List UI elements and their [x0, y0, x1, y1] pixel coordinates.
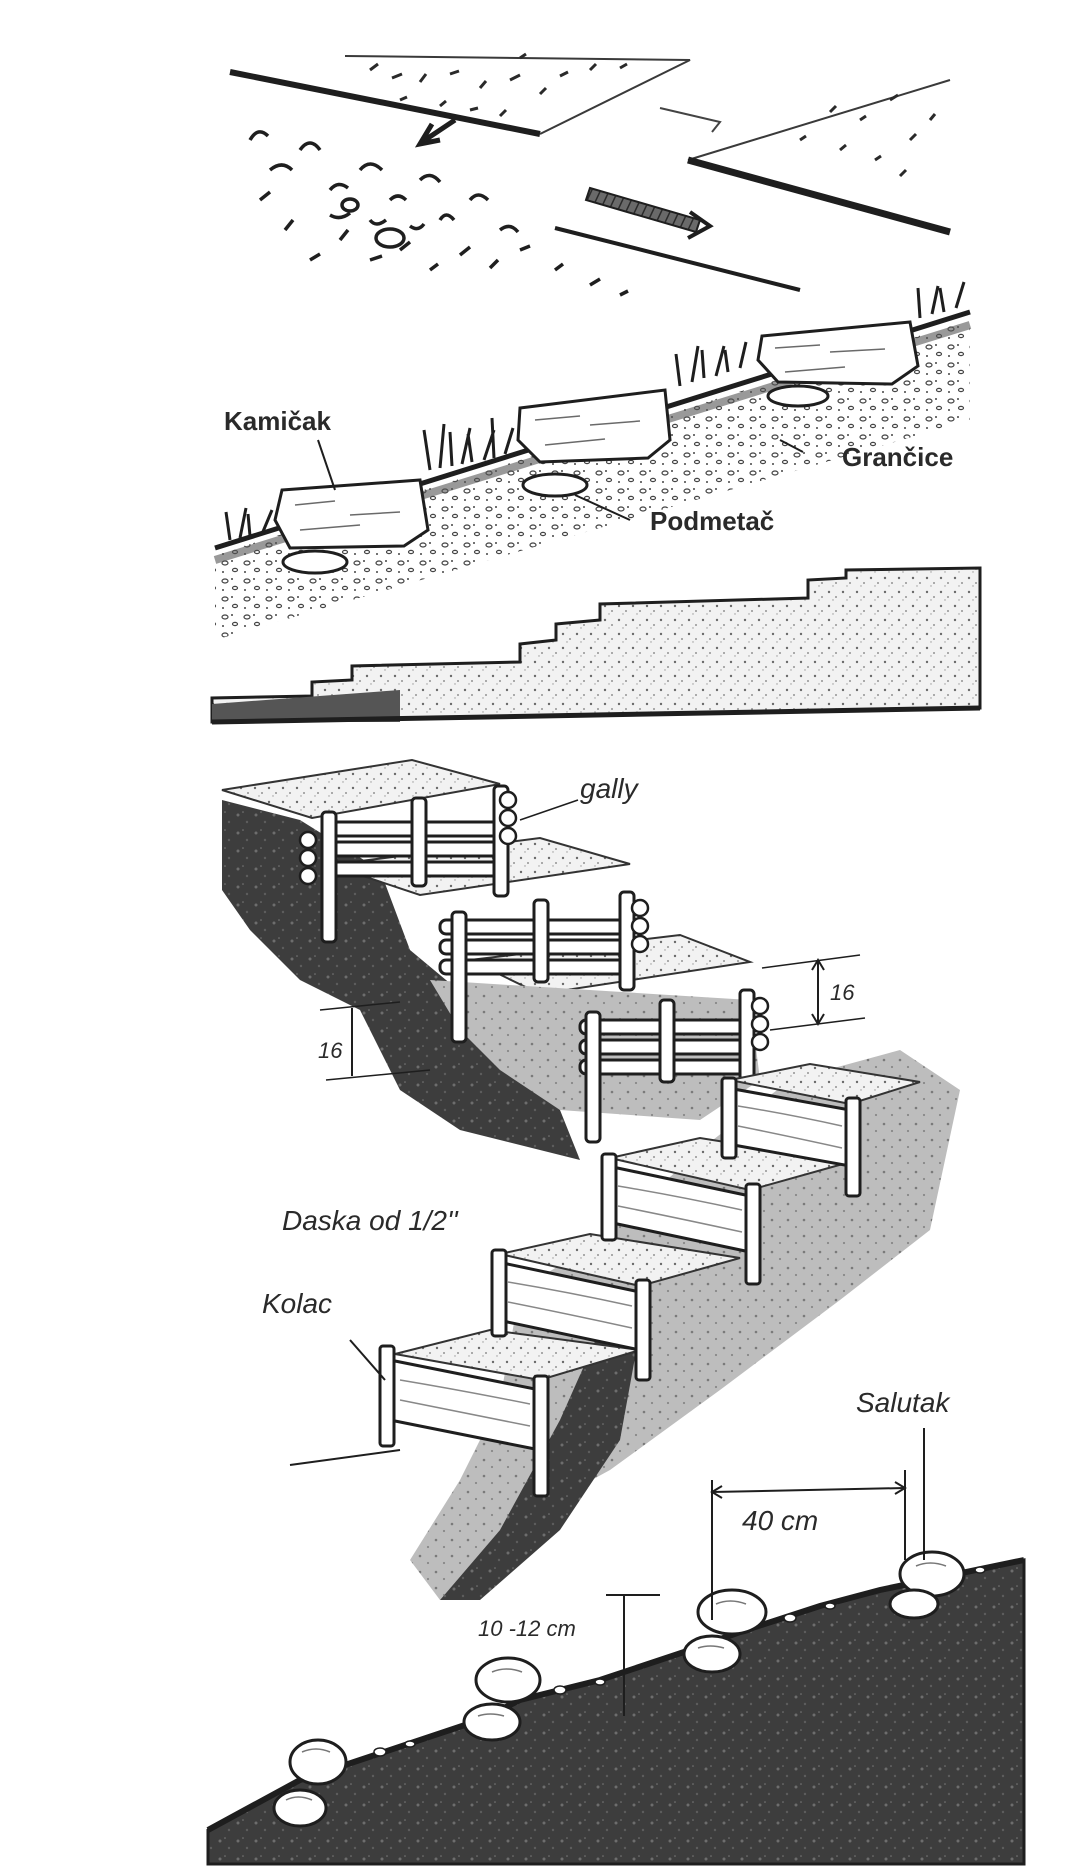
section-stone-edging: Kamičak Grančice Podmetač: [213, 281, 972, 640]
label-podmetac: Podmetač: [650, 506, 774, 536]
dim-10-12cm: 10 -12 cm: [478, 1616, 576, 1641]
label-grancice: Grančice: [842, 442, 953, 472]
label-gally: gally: [580, 773, 640, 804]
section-garden-path: [229, 52, 951, 297]
dim-16-right: 16: [830, 980, 855, 1005]
dim-40cm: 40 cm: [742, 1505, 818, 1536]
label-kolac: Kolac: [262, 1288, 332, 1319]
section-terraced-log-steps: 16 16 gally: [221, 758, 866, 1160]
dim-16-left: 16: [318, 1038, 343, 1063]
label-daska: Daska od 1/2'': [282, 1205, 459, 1236]
label-salutak: Salutak: [856, 1387, 951, 1418]
section-plank-steps: Daska od 1/2'' Kolac: [262, 1050, 960, 1600]
section-stepped-profile: [210, 566, 982, 725]
section-stone-steps-slope: 40 cm Salutak 10 -12 cm: [206, 1387, 1026, 1866]
label-kamicak: Kamičak: [224, 406, 331, 436]
